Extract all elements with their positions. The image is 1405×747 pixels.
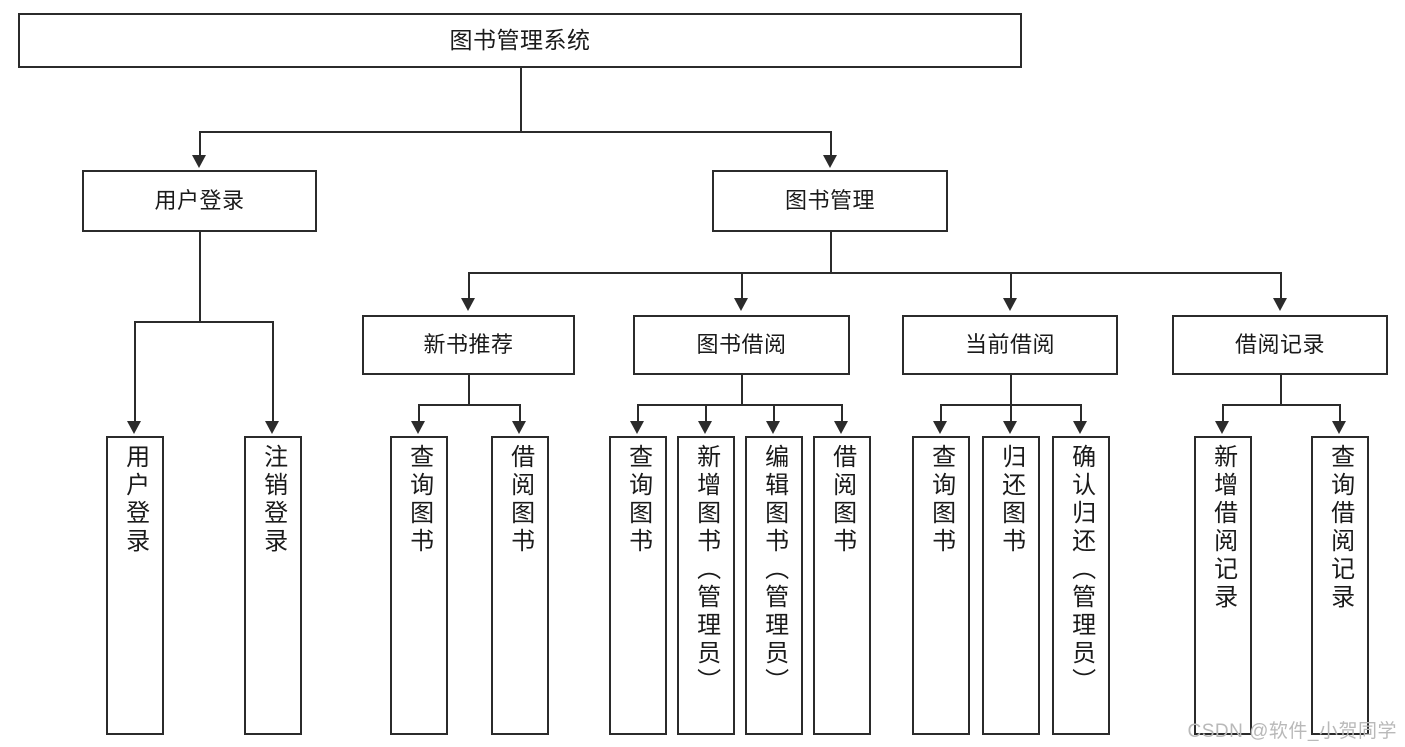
- connector-book-borrow-stem: [741, 375, 743, 404]
- connector-drop-user-login: [199, 131, 201, 157]
- node-book-management-system[interactable]: 图书管理系统: [18, 13, 1022, 68]
- leaf-borrow-book[interactable]: 借阅图书: [813, 436, 871, 735]
- arrowhead-book-management-icon: [823, 155, 837, 168]
- leaf-add-book-admin[interactable]: 新增图书（管理员）: [677, 436, 735, 735]
- leaf-label: 注销登录: [259, 444, 287, 556]
- node-current-borrow[interactable]: 当前借阅: [902, 315, 1118, 375]
- leaf-user-login[interactable]: 用户登录: [106, 436, 164, 735]
- leaf-return-book[interactable]: 归还图书: [982, 436, 1040, 735]
- node-label: 借阅记录: [1234, 332, 1325, 358]
- node-label: 新书推荐: [423, 332, 514, 358]
- connector-drop-nb-borrow: [519, 404, 521, 423]
- connector-drop-current-borrow: [1010, 272, 1012, 300]
- node-label: 图书管理: [784, 188, 875, 214]
- connector-user-login-stem: [199, 232, 201, 321]
- leaf-label: 用户登录: [121, 444, 149, 556]
- arrowhead-user-login-icon: [192, 155, 206, 168]
- leaf-label: 归还图书: [997, 444, 1025, 556]
- connector-drop-leaf-user-login: [134, 321, 136, 423]
- connector-drop-br-add: [1222, 404, 1224, 423]
- connector-new-book-bus: [418, 404, 521, 406]
- node-label: 图书借阅: [696, 332, 787, 358]
- node-new-book-recommend[interactable]: 新书推荐: [362, 315, 575, 375]
- connector-drop-new-book: [468, 272, 470, 300]
- leaf-query-book-new[interactable]: 查询图书: [390, 436, 448, 735]
- node-label: 当前借阅: [964, 332, 1055, 358]
- leaf-label: 查询图书: [927, 444, 955, 556]
- connector-drop-bb-borrow: [841, 404, 843, 423]
- arrowhead-leaf-user-login-icon: [127, 421, 141, 434]
- leaf-label: 查询图书: [405, 444, 433, 556]
- connector-drop-cb-query: [940, 404, 942, 423]
- connector-borrow-record-bus: [1222, 404, 1341, 406]
- connector-drop-bb-query: [637, 404, 639, 423]
- arrowhead-bb-query-icon: [630, 421, 644, 434]
- arrowhead-current-borrow-icon: [1003, 298, 1017, 311]
- connector-book-management-bus: [468, 272, 1281, 274]
- connector-root-bus: [199, 131, 831, 133]
- arrowhead-leaf-logout-icon: [265, 421, 279, 434]
- leaf-borrow-book-new[interactable]: 借阅图书: [491, 436, 549, 735]
- leaf-label: 新增图书（管理员）: [692, 444, 720, 696]
- leaf-logout[interactable]: 注销登录: [244, 436, 302, 735]
- connector-drop-cb-confirm: [1080, 404, 1082, 423]
- leaf-query-book-borrow[interactable]: 查询图书: [609, 436, 667, 735]
- leaf-label: 查询借阅记录: [1326, 444, 1354, 612]
- leaf-query-borrow-record[interactable]: 查询借阅记录: [1311, 436, 1369, 735]
- arrowhead-bb-add-icon: [698, 421, 712, 434]
- connector-drop-cb-return: [1010, 404, 1012, 423]
- connector-current-borrow-stem: [1010, 375, 1012, 404]
- leaf-label: 查询图书: [624, 444, 652, 556]
- node-user-login[interactable]: 用户登录: [82, 170, 317, 232]
- leaf-label: 借阅图书: [506, 444, 534, 556]
- connector-book-management-stem: [830, 232, 832, 272]
- arrowhead-br-add-icon: [1215, 421, 1229, 434]
- connector-drop-nb-query: [418, 404, 420, 423]
- arrowhead-br-query-icon: [1332, 421, 1346, 434]
- node-borrow-record[interactable]: 借阅记录: [1172, 315, 1388, 375]
- connector-drop-bb-edit: [773, 404, 775, 423]
- leaf-label: 借阅图书: [828, 444, 856, 556]
- connector-root-stem: [520, 68, 522, 131]
- connector-drop-br-query: [1339, 404, 1341, 423]
- node-book-borrow[interactable]: 图书借阅: [633, 315, 850, 375]
- arrowhead-bb-borrow-icon: [834, 421, 848, 434]
- arrowhead-book-borrow-icon: [734, 298, 748, 311]
- connector-user-login-bus: [134, 321, 273, 323]
- arrowhead-cb-confirm-icon: [1073, 421, 1087, 434]
- node-book-management[interactable]: 图书管理: [712, 170, 948, 232]
- arrowhead-cb-return-icon: [1003, 421, 1017, 434]
- leaf-confirm-return-admin[interactable]: 确认归还（管理员）: [1052, 436, 1110, 735]
- arrowhead-nb-borrow-icon: [512, 421, 526, 434]
- node-label: 用户登录: [154, 188, 245, 214]
- connector-drop-bb-add: [705, 404, 707, 423]
- connector-book-borrow-bus: [637, 404, 842, 406]
- node-label: 图书管理系统: [449, 26, 591, 53]
- arrowhead-nb-query-icon: [411, 421, 425, 434]
- connector-borrow-record-stem: [1280, 375, 1282, 404]
- arrowhead-new-book-icon: [461, 298, 475, 311]
- leaf-label: 确认归还（管理员）: [1067, 444, 1095, 696]
- arrowhead-bb-edit-icon: [766, 421, 780, 434]
- leaf-label: 编辑图书（管理员）: [760, 444, 788, 696]
- arrowhead-cb-query-icon: [933, 421, 947, 434]
- leaf-add-borrow-record[interactable]: 新增借阅记录: [1194, 436, 1252, 735]
- connector-drop-borrow-record: [1280, 272, 1282, 300]
- connector-drop-book-management: [830, 131, 832, 157]
- arrowhead-borrow-record-icon: [1273, 298, 1287, 311]
- connector-new-book-stem: [468, 375, 470, 404]
- leaf-query-book-current[interactable]: 查询图书: [912, 436, 970, 735]
- leaf-edit-book-admin[interactable]: 编辑图书（管理员）: [745, 436, 803, 735]
- leaf-label: 新增借阅记录: [1209, 444, 1237, 612]
- connector-drop-leaf-logout: [272, 321, 274, 423]
- connector-drop-book-borrow: [741, 272, 743, 300]
